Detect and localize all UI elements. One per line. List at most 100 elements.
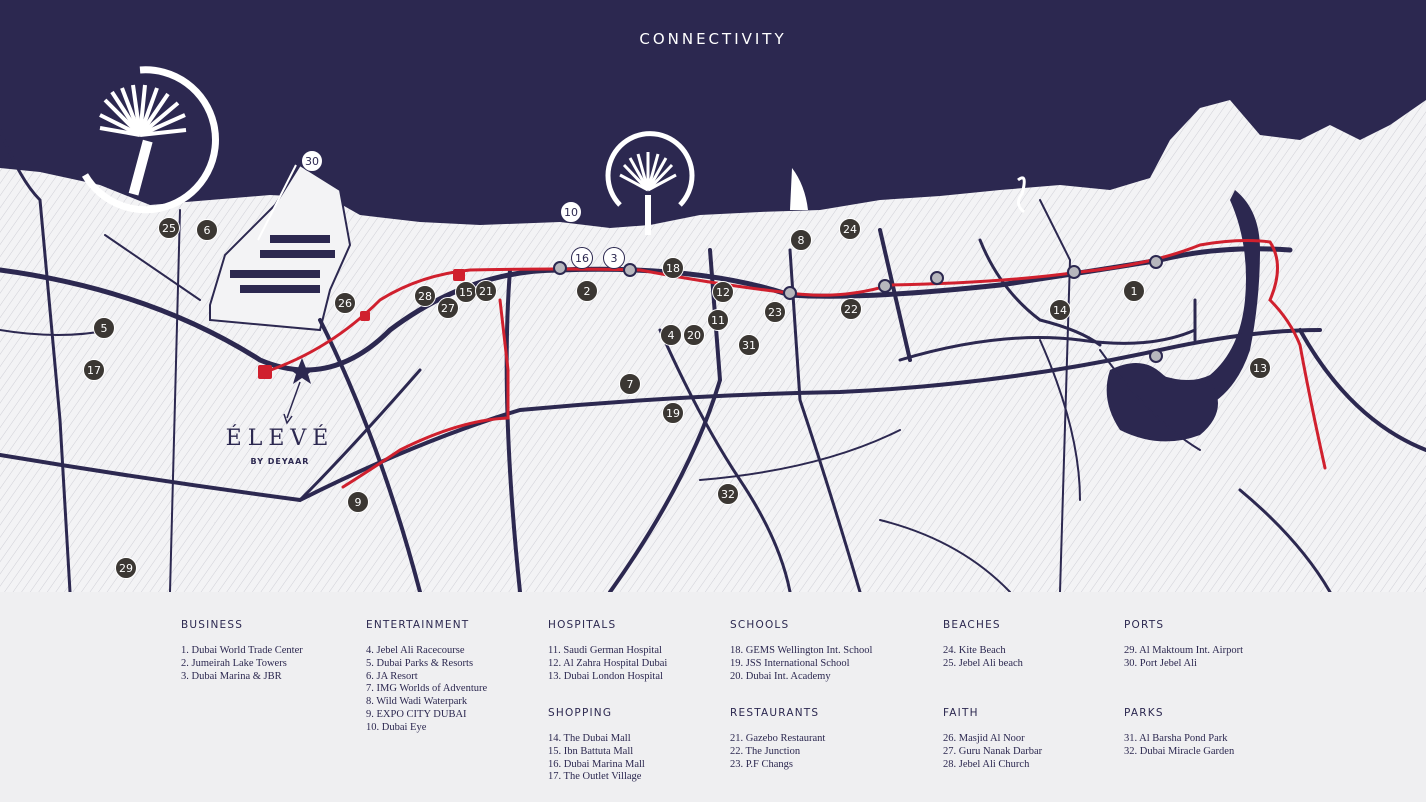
legend-item: 19. JSS International School <box>730 657 850 669</box>
map-marker-28[interactable]: 28 <box>414 285 436 307</box>
burj-al-arab-icon <box>790 168 808 210</box>
map-marker-11[interactable]: 11 <box>707 309 729 331</box>
legend-item: 20. Dubai Int. Academy <box>730 670 831 682</box>
map-marker-2[interactable]: 2 <box>576 280 598 302</box>
map-marker-31[interactable]: 31 <box>738 334 760 356</box>
legend-item: 30. Port Jebel Ali <box>1124 657 1197 669</box>
map[interactable]: CONNECTIVITY 1 2 3 4 5 6 7 8 9 10 11 12 … <box>0 0 1426 592</box>
legend-shopping: SHOPPING 14. The Dubai Mall 15. Ibn Batt… <box>548 707 645 784</box>
legend-hospitals: HOSPITALS 11. Saudi German Hospital 12. … <box>548 619 667 683</box>
map-marker-19[interactable]: 19 <box>662 402 684 424</box>
legend-restaurants-title: RESTAURANTS <box>730 707 820 719</box>
legend-faith: FAITH 26. Masjid Al Noor 27. Guru Nanak … <box>943 707 1042 771</box>
legend-schools-title: SCHOOLS <box>730 619 790 631</box>
legend-item: 27. Guru Nanak Darbar <box>943 745 1043 757</box>
legend-hospitals-title: HOSPITALS <box>548 619 617 631</box>
legend-item: 2. Jumeirah Lake Towers <box>181 657 287 669</box>
map-marker-16[interactable]: 16 <box>571 247 593 269</box>
map-marker-10[interactable]: 10 <box>560 201 582 223</box>
legend: BUSINESS 1. Dubai World Trade Center 2. … <box>0 592 1426 802</box>
legend-shopping-title: SHOPPING <box>548 707 613 719</box>
legend-entertainment: ENTERTAINMENT 4. Jebel Ali Racecourse 5.… <box>366 619 487 735</box>
map-graphic <box>0 66 1426 592</box>
map-marker-15[interactable]: 15 <box>455 281 477 303</box>
palm-jebel-ali-icon <box>81 66 219 214</box>
legend-item: 23. P.F Changs <box>730 758 794 770</box>
legend-beaches: BEACHES 24. Kite Beach 25. Jebel Ali bea… <box>943 619 1023 671</box>
map-marker-22[interactable]: 22 <box>840 298 862 320</box>
brand-subtitle: BY DEYAAR <box>250 457 310 466</box>
legend-item: 24. Kite Beach <box>943 645 1006 656</box>
map-marker-7[interactable]: 7 <box>619 373 641 395</box>
legend-item: 14. The Dubai Mall <box>548 733 631 744</box>
map-marker-1[interactable]: 1 <box>1123 280 1145 302</box>
map-marker-29[interactable]: 29 <box>115 557 137 579</box>
legend-item: 10. Dubai Eye <box>366 721 427 733</box>
land-mass <box>0 100 1426 592</box>
legend-item: 29. Al Maktoum Int. Airport <box>1124 645 1243 656</box>
legend-item: 12. Al Zahra Hospital Dubai <box>548 657 668 669</box>
map-marker-20[interactable]: 20 <box>683 324 705 346</box>
legend-item: 18. GEMS Wellington Int. School <box>730 645 873 656</box>
legend-faith-title: FAITH <box>943 707 979 719</box>
map-marker-5[interactable]: 5 <box>93 317 115 339</box>
legend-item: 15. Ibn Battuta Mall <box>548 745 634 757</box>
map-marker-13[interactable]: 13 <box>1249 357 1271 379</box>
legend-beaches-title: BEACHES <box>943 619 1001 631</box>
legend-item: 1. Dubai World Trade Center <box>181 645 303 656</box>
legend-item: 9. EXPO CITY DUBAI <box>366 708 467 720</box>
dubai-creek <box>1120 190 1260 416</box>
ras-al-khor-lagoon <box>1106 362 1218 442</box>
legend-business-title: BUSINESS <box>181 619 244 631</box>
legend-ports-title: PORTS <box>1124 619 1165 631</box>
eleve-brand-logo: ÉLEVÉ BY DEYAAR <box>224 426 336 466</box>
map-marker-25[interactable]: 25 <box>158 217 180 239</box>
legend-parks: PARKS 31. Al Barsha Pond Park 32. Dubai … <box>1124 707 1234 759</box>
map-marker-18[interactable]: 18 <box>662 257 684 279</box>
legend-item: 7. IMG Worlds of Adventure <box>366 683 488 695</box>
legend-schools: SCHOOLS 18. GEMS Wellington Int. School … <box>730 619 872 683</box>
map-marker-24[interactable]: 24 <box>839 218 861 240</box>
legend-item: 13. Dubai London Hospital <box>548 670 663 682</box>
map-marker-30[interactable]: 30 <box>301 150 323 172</box>
map-marker-21[interactable]: 21 <box>475 280 497 302</box>
map-marker-12[interactable]: 12 <box>712 281 734 303</box>
map-marker-14[interactable]: 14 <box>1049 299 1071 321</box>
legend-item: 4. Jebel Ali Racecourse <box>366 645 465 656</box>
legend-item: 28. Jebel Ali Church <box>943 758 1030 770</box>
map-marker-8[interactable]: 8 <box>790 229 812 251</box>
legend-item: 26. Masjid Al Noor <box>943 733 1025 744</box>
metro-stations <box>553 255 1163 363</box>
legend-item: 16. Dubai Marina Mall <box>548 758 645 770</box>
legend-item: 22. The Junction <box>730 745 801 757</box>
metro-signs <box>258 269 465 379</box>
road-network <box>0 128 1426 592</box>
map-marker-6[interactable]: 6 <box>196 219 218 241</box>
legend-item: 31. Al Barsha Pond Park <box>1124 733 1228 744</box>
legend-ports: PORTS 29. Al Maktoum Int. Airport 30. Po… <box>1124 619 1243 671</box>
legend-item: 25. Jebel Ali beach <box>943 657 1023 669</box>
map-marker-3[interactable]: 3 <box>603 247 625 269</box>
palm-jumeirah-icon <box>605 131 695 235</box>
legend-item: 11. Saudi German Hospital <box>548 645 662 656</box>
legend-restaurants: RESTAURANTS 21. Gazebo Restaurant 22. Th… <box>730 707 825 771</box>
legend-entertainment-title: ENTERTAINMENT <box>366 619 470 631</box>
map-marker-9[interactable]: 9 <box>347 491 369 513</box>
legend-item: 3. Dubai Marina & JBR <box>181 670 282 682</box>
legend-business: BUSINESS 1. Dubai World Trade Center 2. … <box>181 619 303 683</box>
map-marker-27[interactable]: 27 <box>437 297 459 319</box>
map-marker-26[interactable]: 26 <box>334 292 356 314</box>
legend-item: 6. JA Resort <box>366 670 418 682</box>
map-marker-17[interactable]: 17 <box>83 359 105 381</box>
map-title: CONNECTIVITY <box>639 30 787 48</box>
map-marker-32[interactable]: 32 <box>717 483 739 505</box>
port-jebel-ali <box>209 163 352 332</box>
map-marker-4[interactable]: 4 <box>660 324 682 346</box>
legend-item: 8. Wild Wadi Waterpark <box>366 696 468 708</box>
legend-parks-title: PARKS <box>1124 707 1164 719</box>
map-marker-23[interactable]: 23 <box>764 301 786 323</box>
legend-item: 5. Dubai Parks & Resorts <box>366 657 474 669</box>
legend-item: 21. Gazebo Restaurant <box>730 733 826 744</box>
legend-item: 32. Dubai Miracle Garden <box>1124 745 1235 757</box>
eleve-location-star-icon <box>288 358 316 384</box>
